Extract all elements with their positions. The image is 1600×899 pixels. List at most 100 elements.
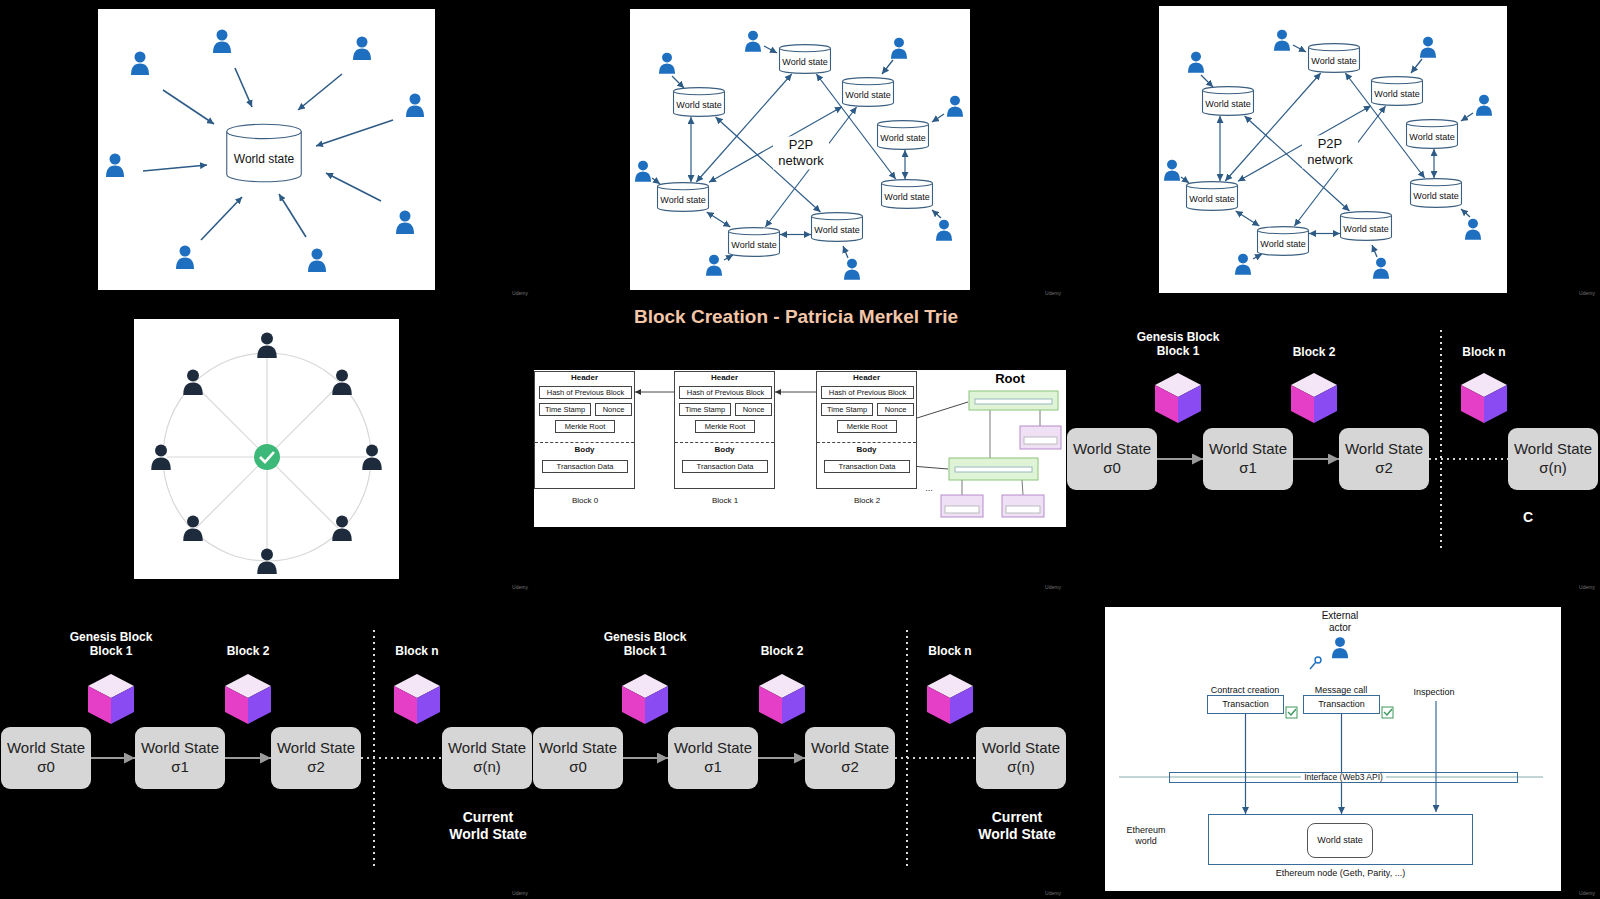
panels [98,6,1561,891]
world-state-box: World State σ2 [271,727,361,789]
world-state-box: World State σ1 [1203,428,1293,490]
cylinder-top [843,78,894,85]
connector [91,757,135,759]
text-label: Block 1 [712,496,738,506]
node-text: Nonce [743,405,765,414]
text-label: Message call [1315,685,1368,696]
watermark: Udemy [512,584,528,590]
world-state-box: World State σ(n) [976,727,1066,789]
node-text: World state [845,90,890,101]
field-box: Hash of Previous Block [821,386,914,399]
watermark: Udemy [1045,890,1061,896]
world-state-box: World state [1307,823,1373,858]
text-label: Block 2 [761,644,804,658]
node-text: Ethereum node (Geth, Parity, ...) [1276,868,1405,879]
field-box: Time Stamp [821,403,873,416]
node-text: World state [880,133,925,144]
body-label: Body [817,445,916,455]
node-text: Interface (Web3 API) [1301,773,1386,782]
slide-title: Block Creation - Patricia Merkel Trie [634,306,958,329]
field-box: Transaction Data [824,460,910,473]
connector [635,392,679,393]
cylinder-top [658,183,709,190]
patricia-trie [898,391,1061,517]
connector [1341,714,1342,814]
node-text: World state [1413,191,1458,202]
watermark: Udemy [512,890,528,896]
connector [780,234,811,235]
node-text: Merkle Root [565,422,605,431]
text-label: ... [925,483,933,494]
cylinder-top [812,213,863,220]
world-state-cylinder: World state [779,44,831,74]
world-state-cylinder: World state [657,182,709,212]
cylinder-top [1258,227,1309,234]
node-text: Hash of Previous Block [687,388,765,397]
node-text: World state [1311,56,1356,67]
node-text: Nonce [885,405,907,414]
ethereum-node-figure [1119,637,1543,812]
text-label: Genesis Block Block 1 [1132,330,1224,359]
watermark: Udemy [512,290,528,296]
node-text: World State σ2 [808,739,892,777]
p2p-users-copy [1164,30,1492,279]
cylinder-top [729,228,780,235]
node-text: Transaction Data [697,462,754,471]
field-box: Merkle Root [555,420,615,433]
text-label: Contract creation [1211,685,1280,696]
node-text: World state [1189,194,1234,205]
world-state-box: World State σ0 [1067,428,1157,490]
world-state-cylinder: World state [877,120,929,150]
header-label: Header [817,373,916,383]
node-text: Merkle Root [847,422,887,431]
dotted-separators [374,330,1441,868]
field-box: Merkle Root [837,420,897,433]
connector [1236,211,1260,226]
cylinder-top [1187,182,1238,189]
cylinder-top [1372,77,1423,84]
world-state-box: World State σ1 [135,727,225,789]
block-box: HeaderBodyHash of Previous BlockTime Sta… [534,371,635,489]
body-label: Body [675,445,774,455]
cylinder-top [1203,87,1254,94]
node-text: World State σ(n) [1511,440,1595,478]
node-text: Transaction Data [557,462,614,471]
node-text: World state [676,100,721,111]
connector [1433,149,1434,178]
node-text: Merkle Root [705,422,745,431]
watermark: Udemy [1579,584,1595,590]
node-text: World State σ1 [671,739,755,777]
connector [1429,458,1508,460]
node-text: Hash of Previous Block [829,388,907,397]
text-label: Block 2 [227,644,270,658]
world-state-cylinder: World state [1371,76,1423,106]
cylinder-top [227,124,301,138]
world-state-cylinder: World state [1186,181,1238,211]
connector [623,757,668,759]
text-label: Block n [1462,345,1505,359]
node-text: World State σ2 [1342,440,1426,478]
cylinder-top [780,45,831,52]
body-label: Body [535,445,634,455]
node-text: World state [1317,835,1362,846]
text-label: External actor [1314,610,1366,634]
world-state-cylinder: World state [811,212,863,242]
watermark: Udemy [1045,290,1061,296]
world-state-cylinder: World state [1406,119,1458,149]
text-label: Block n [395,644,438,658]
world-state-cylinder: World state [1202,86,1254,116]
connector [361,757,442,759]
transaction-box: Transaction [1207,695,1284,714]
watermark: Udemy [1579,290,1595,296]
node-text: World state [1409,132,1454,143]
node-text: World state [1374,89,1419,100]
node-text: World State σ(n) [445,739,529,777]
world-state-cylinder: World state [728,227,780,257]
connector [1309,233,1340,234]
world-state-box: World State σ2 [1339,428,1429,490]
world-state-cylinder: World state [1257,226,1309,256]
p2p-users [635,31,963,280]
node-text: World State σ2 [274,739,358,777]
field-box: Nonce [735,403,772,416]
node-text: World State σ(n) [979,739,1063,777]
